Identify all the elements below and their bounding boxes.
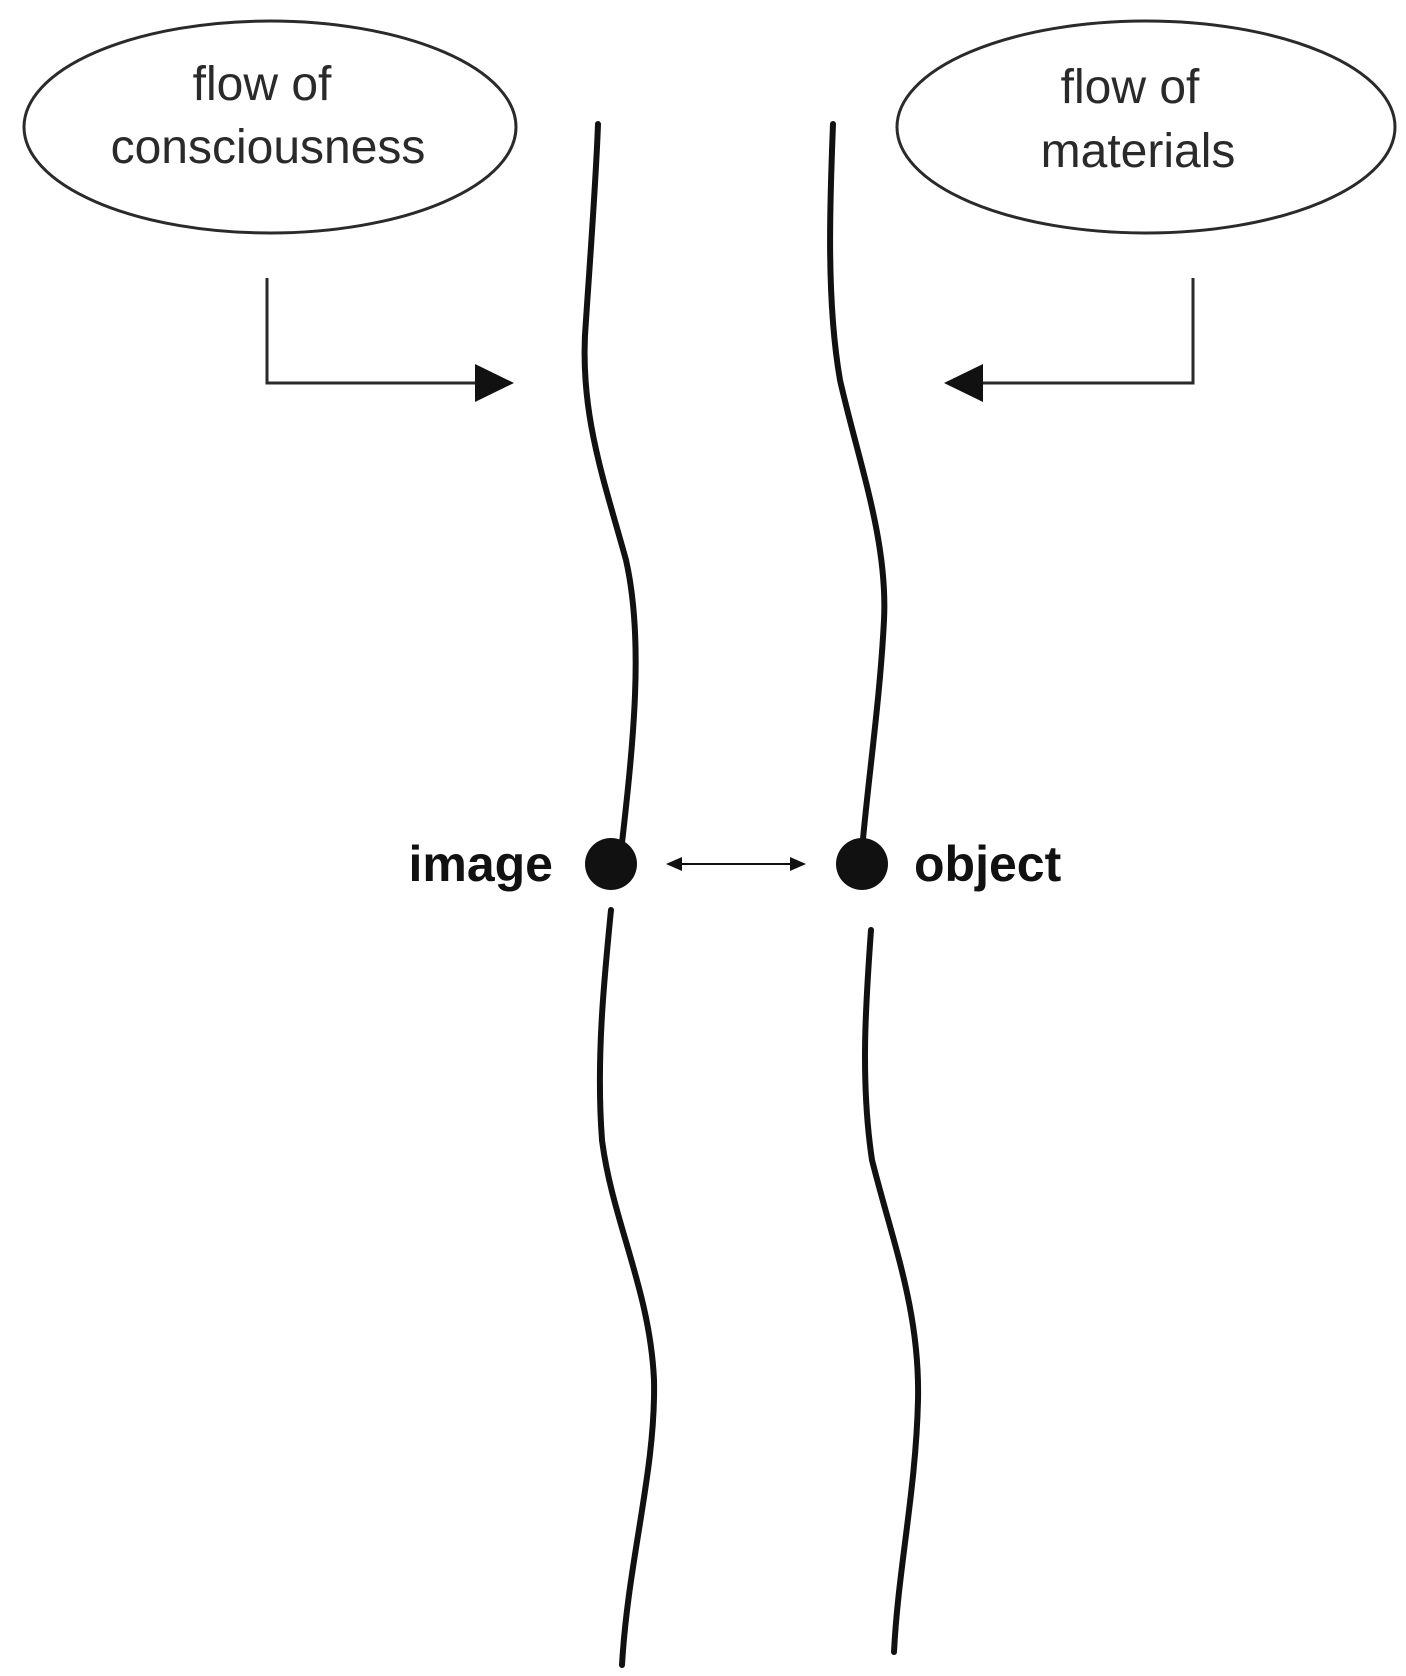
consciousness-bubble-line2: consciousness — [111, 121, 426, 174]
materials-bubble: flow of materials — [895, 19, 1397, 235]
arrow-left-icon — [944, 278, 1195, 402]
materials-ellipse — [895, 19, 1397, 235]
materials-flow-line-upper — [827, 121, 888, 853]
consciousness-bubble-line1: flow of — [193, 58, 332, 111]
object-node — [836, 838, 888, 890]
double-arrow-icon — [666, 857, 806, 871]
consciousness-ellipse — [22, 19, 518, 235]
consciousness-flow-line-lower — [596, 907, 658, 1668]
arrow-right-icon — [265, 278, 514, 402]
materials-flow-line-lower — [861, 927, 922, 1655]
consciousness-flow-line-upper — [581, 121, 639, 863]
materials-bubble-line2: materials — [1041, 125, 1236, 178]
image-label: image — [408, 836, 553, 892]
consciousness-bubble: flow of consciousness — [22, 19, 518, 235]
object-label: object — [914, 836, 1062, 892]
materials-bubble-line1: flow of — [1061, 61, 1200, 114]
image-node — [585, 838, 637, 890]
